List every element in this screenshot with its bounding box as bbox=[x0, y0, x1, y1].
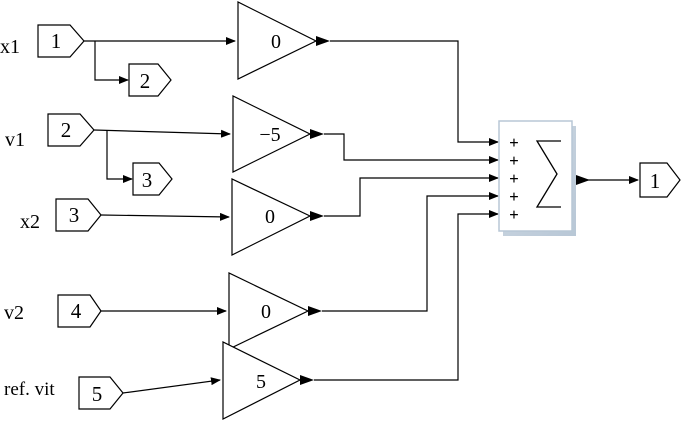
outport-2[interactable]: 2 bbox=[128, 63, 172, 97]
gain-block-2[interactable]: −5 bbox=[232, 95, 324, 173]
outport-3[interactable]: 3 bbox=[132, 162, 173, 196]
sum-sign-4: + bbox=[509, 187, 519, 206]
gain-block-3[interactable]: 0 bbox=[231, 178, 324, 256]
outport-3-number: 3 bbox=[142, 168, 153, 192]
gain-block-4-value: 0 bbox=[261, 301, 271, 323]
sum-sign-1: + bbox=[509, 133, 519, 152]
inport-2-number: 2 bbox=[61, 118, 72, 142]
inport-2[interactable]: 2 bbox=[47, 113, 95, 147]
inport-1[interactable]: 1 bbox=[37, 24, 85, 58]
inport-5-number: 5 bbox=[92, 382, 103, 406]
gain-block-4[interactable]: 0 bbox=[228, 272, 322, 350]
sum-sign-5: + bbox=[509, 205, 519, 224]
outport-2-number: 2 bbox=[140, 69, 151, 93]
input-label-v1: v1 bbox=[5, 129, 25, 151]
gain-block-2-value: −5 bbox=[259, 124, 280, 146]
input-label-ref-vit: ref. vit bbox=[4, 379, 55, 400]
gain-block-1-value: 0 bbox=[271, 31, 281, 53]
input-label-x2: x2 bbox=[20, 211, 40, 233]
inport-3[interactable]: 3 bbox=[55, 198, 102, 232]
gain-block-1[interactable]: 0 bbox=[237, 1, 330, 80]
outport-1-number: 1 bbox=[650, 169, 661, 193]
gain-block-5-value: 5 bbox=[256, 371, 266, 393]
signal-wires bbox=[84, 37, 639, 394]
gain-block-5[interactable]: 5 bbox=[222, 341, 314, 420]
inport-3-number: 3 bbox=[69, 203, 80, 227]
outport-1[interactable]: 1 bbox=[639, 162, 681, 198]
inport-1-number: 1 bbox=[51, 29, 62, 53]
sum-sign-3: + bbox=[509, 169, 519, 188]
inport-4-number: 4 bbox=[71, 299, 82, 323]
sigma-icon bbox=[535, 140, 561, 208]
inport-5[interactable]: 5 bbox=[78, 376, 124, 410]
sum-block[interactable]: + + + + + bbox=[498, 120, 590, 236]
input-label-x1: x1 bbox=[0, 36, 20, 58]
inport-4[interactable]: 4 bbox=[57, 294, 102, 328]
gain-block-3-value: 0 bbox=[265, 206, 275, 228]
sum-sign-2: + bbox=[509, 151, 519, 170]
input-label-v2: v2 bbox=[4, 302, 24, 324]
